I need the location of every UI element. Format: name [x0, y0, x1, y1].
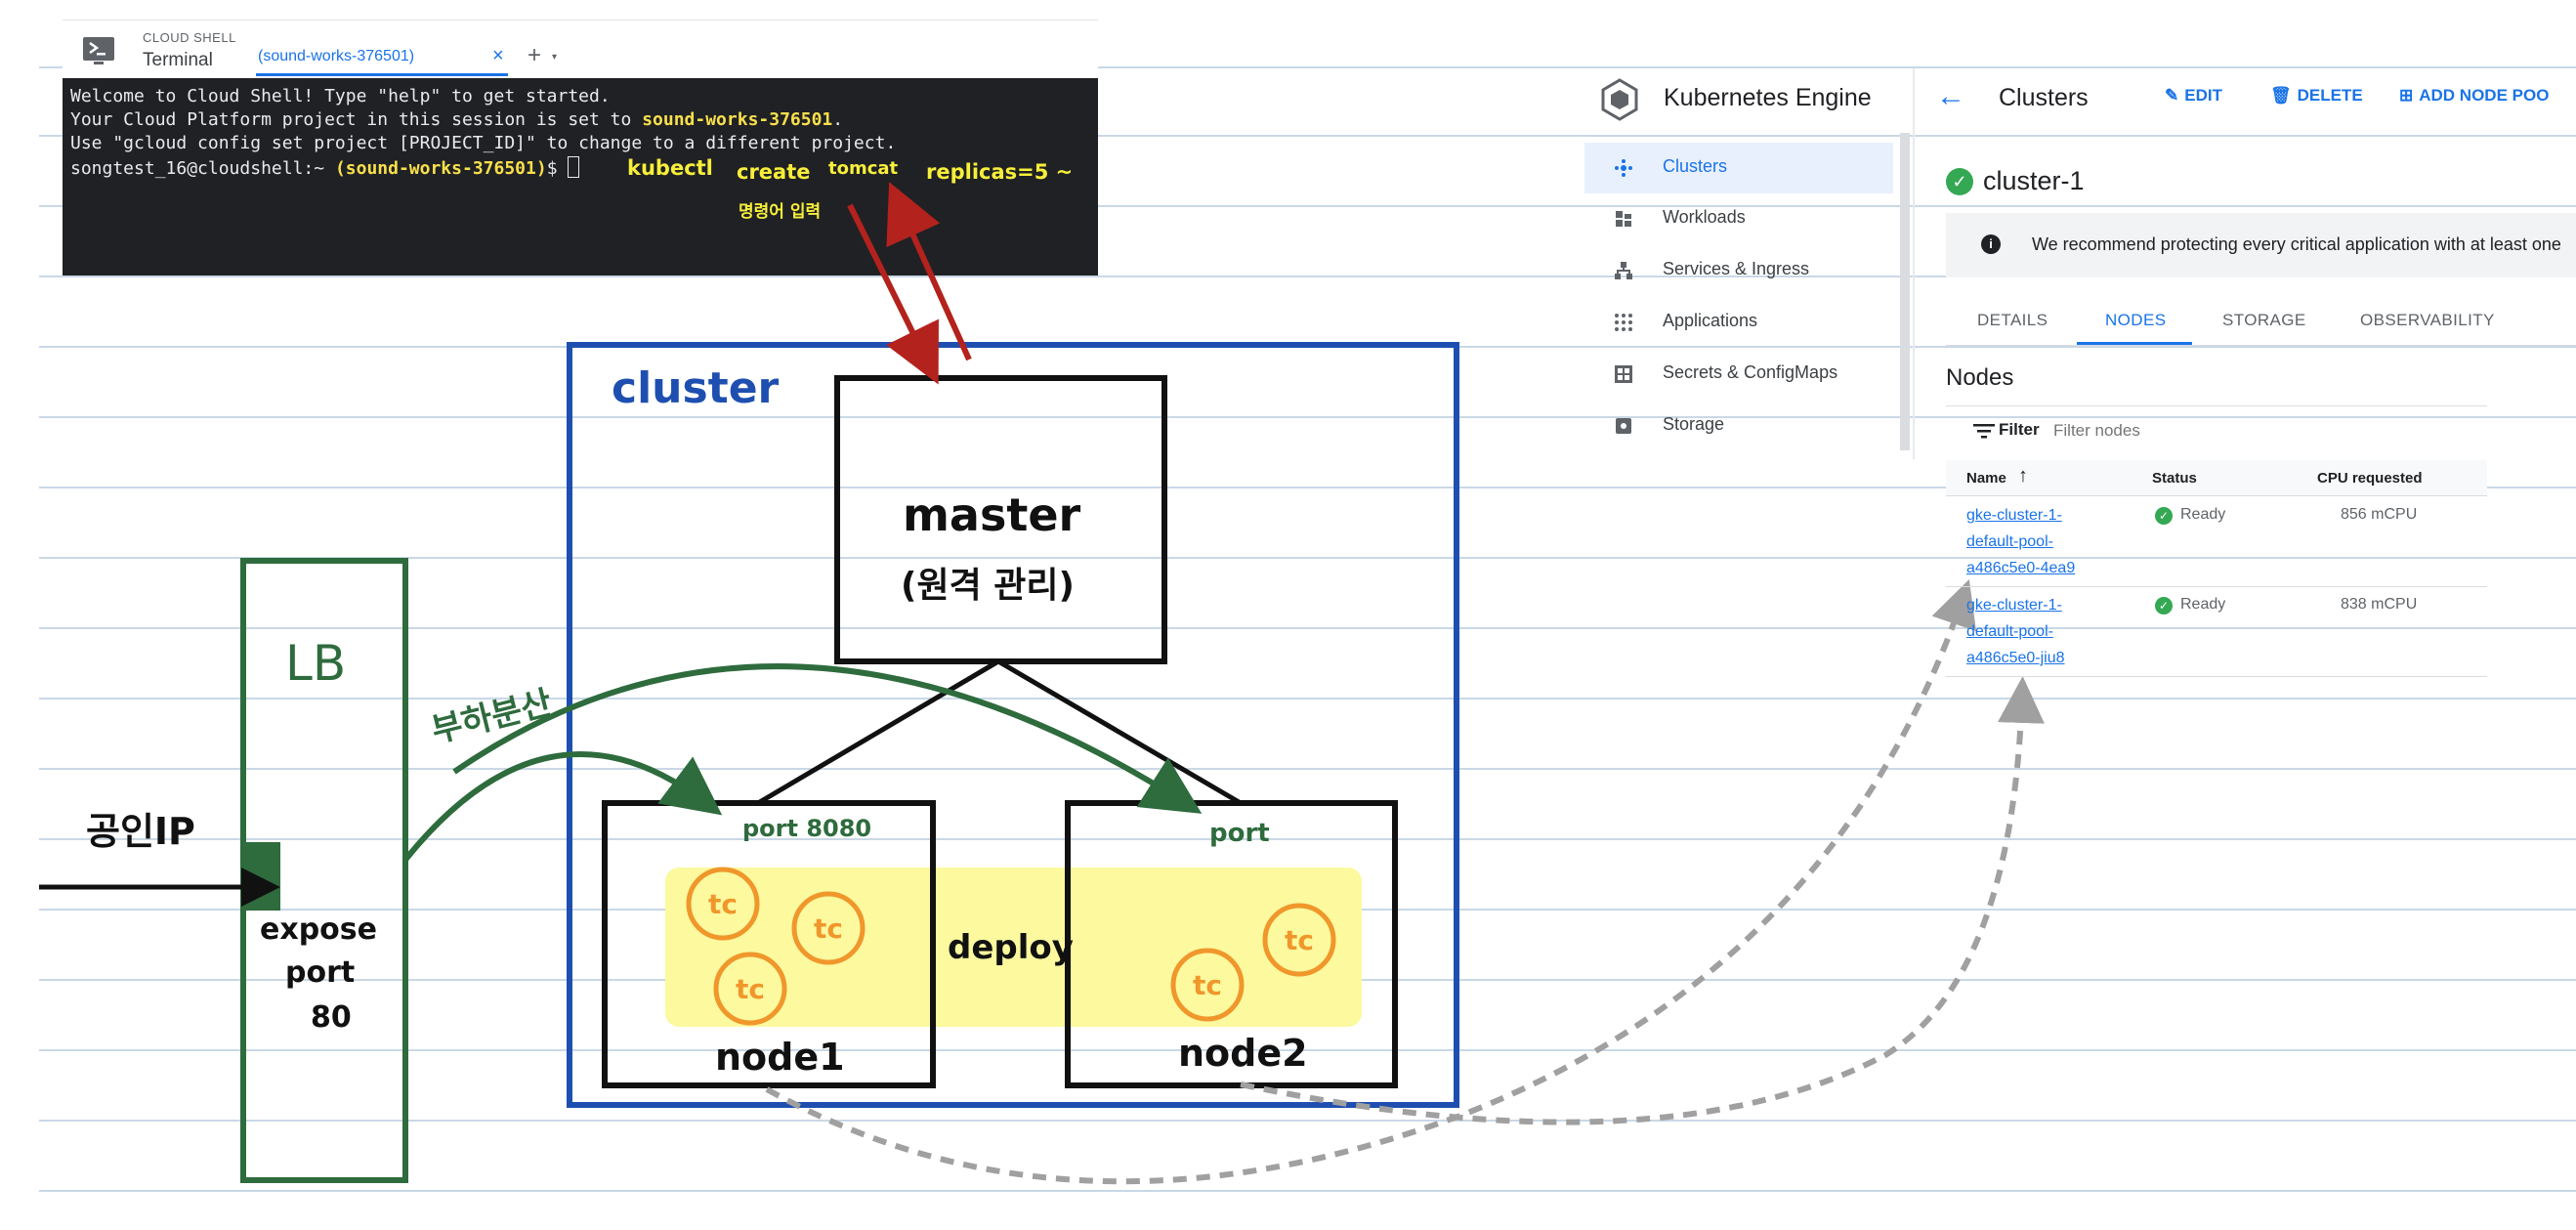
- svg-text:tc: tc: [814, 912, 843, 945]
- sidebar-item-label: Services & Ingress: [1663, 259, 1809, 279]
- check-circle-icon: ✓: [2155, 507, 2173, 525]
- product-name: Kubernetes Engine: [1664, 84, 1872, 112]
- nav-scrollbar[interactable]: [1900, 133, 1910, 450]
- node-status: Ready: [2180, 596, 2225, 614]
- sidebar-item-label: Workloads: [1663, 207, 1746, 228]
- sidebar-item-label: Secrets & ConfigMaps: [1663, 362, 1837, 383]
- sidebar-item-services[interactable]: Services & Ingress: [1584, 245, 1893, 296]
- services-icon: [1614, 261, 1633, 280]
- check-circle-icon: ✓: [1946, 168, 1973, 195]
- master-label: master: [903, 488, 1080, 541]
- expose-label: expose: [260, 912, 377, 947]
- lb-to-node1-arrow: [405, 754, 703, 860]
- node2-port-label: port: [1209, 819, 1270, 848]
- column-header-name[interactable]: Name: [1966, 470, 2006, 487]
- sort-arrow-up-icon[interactable]: ↑: [2018, 465, 2028, 488]
- svg-text:tc: tc: [1285, 924, 1314, 956]
- tab-observability[interactable]: OBSERVABILITY: [2360, 311, 2495, 330]
- node-cpu: 856 mCPU: [2341, 506, 2417, 524]
- lb-label: LB: [285, 635, 346, 692]
- expose-port-number: 80: [311, 1000, 352, 1035]
- trash-icon: 🗑: [2270, 86, 2292, 106]
- svg-text:tc: tc: [1193, 969, 1222, 1001]
- terminal-to-master-arrow: [850, 205, 928, 363]
- tab-details[interactable]: DETAILS: [1977, 311, 2048, 330]
- delete-button[interactable]: 🗑DELETE: [2270, 86, 2363, 106]
- clusters-icon: [1614, 158, 1633, 178]
- node-name-link[interactable]: gke-cluster-1-default-pool-a486c5e0-4ea9: [1966, 502, 2075, 581]
- info-banner: i We recommend protecting every critical…: [1946, 213, 2576, 277]
- add-node-pool-button[interactable]: ⊞ADD NODE POO: [2399, 86, 2549, 106]
- sidebar-item-secrets[interactable]: Secrets & ConfigMaps: [1584, 349, 1893, 400]
- filter-icon: [1973, 423, 1995, 439]
- lb-port-block: [243, 842, 280, 911]
- page-title: Clusters: [1999, 84, 2089, 112]
- master-sublabel: (원격 관리): [901, 557, 1075, 608]
- svg-text:tc: tc: [708, 888, 738, 920]
- cluster-label: cluster: [612, 363, 779, 413]
- node-status: Ready: [2180, 506, 2225, 524]
- workloads-icon: [1614, 209, 1633, 229]
- tab-divider: [1946, 345, 2576, 346]
- node1-port-label: port 8080: [742, 815, 871, 842]
- kubernetes-engine-logo-icon: [1600, 78, 1639, 121]
- node1-label: node1: [715, 1036, 845, 1079]
- master-node1-link: [758, 661, 998, 803]
- banner-text: We recommend protecting every critical a…: [2032, 234, 2561, 255]
- deploy-label: deploy: [948, 928, 1074, 967]
- secrets-icon: [1614, 364, 1633, 384]
- nodes-divider: [1946, 405, 2487, 406]
- filter-nodes-input[interactable]: [2053, 421, 2249, 441]
- sidebar-item-clusters[interactable]: Clusters: [1584, 143, 1893, 193]
- check-circle-icon: ✓: [2155, 597, 2173, 615]
- node2-label: node2: [1178, 1032, 1308, 1075]
- expose-port-label: port: [285, 955, 355, 990]
- nodes-heading: Nodes: [1946, 364, 2013, 392]
- svg-text:tc: tc: [736, 973, 765, 1005]
- info-icon: i: [1981, 234, 2001, 254]
- filter-label[interactable]: Filter: [1999, 420, 2040, 440]
- node-cpu: 838 mCPU: [2341, 596, 2417, 614]
- row-divider: [1946, 586, 2487, 587]
- master-to-terminal-arrow: [899, 203, 969, 360]
- sidebar-item-workloads[interactable]: Workloads: [1584, 193, 1893, 244]
- column-header-status[interactable]: Status: [2152, 470, 2197, 487]
- node-name-link[interactable]: gke-cluster-1-default-pool-a486c5e0-jiu8: [1966, 592, 2065, 671]
- cluster-name: cluster-1: [1983, 166, 2085, 196]
- tab-nodes[interactable]: NODES: [2105, 311, 2166, 330]
- sidebar-item-storage[interactable]: Storage: [1584, 401, 1893, 451]
- edit-button[interactable]: ✎EDIT: [2165, 86, 2222, 106]
- add-box-icon: ⊞: [2399, 86, 2413, 106]
- storage-icon: [1614, 416, 1633, 436]
- sidebar-item-label: Storage: [1663, 414, 1724, 435]
- back-arrow-icon[interactable]: ←: [1936, 80, 1965, 113]
- applications-icon: [1614, 313, 1633, 332]
- active-tab-indicator: [2077, 342, 2192, 345]
- column-header-cpu[interactable]: CPU requested: [2317, 470, 2423, 487]
- pencil-icon: ✎: [2165, 86, 2178, 106]
- sidebar-item-applications[interactable]: Applications: [1584, 297, 1893, 348]
- tab-storage[interactable]: STORAGE: [2222, 311, 2306, 330]
- nav-divider: [1913, 68, 1915, 459]
- master-node2-link: [998, 661, 1241, 803]
- public-ip-label: 공인IP: [86, 801, 195, 855]
- sidebar-item-label: Clusters: [1663, 156, 1727, 177]
- lb-to-node2-arrow: [454, 666, 1182, 801]
- row-divider: [1946, 676, 2487, 677]
- sidebar-item-label: Applications: [1663, 311, 1757, 331]
